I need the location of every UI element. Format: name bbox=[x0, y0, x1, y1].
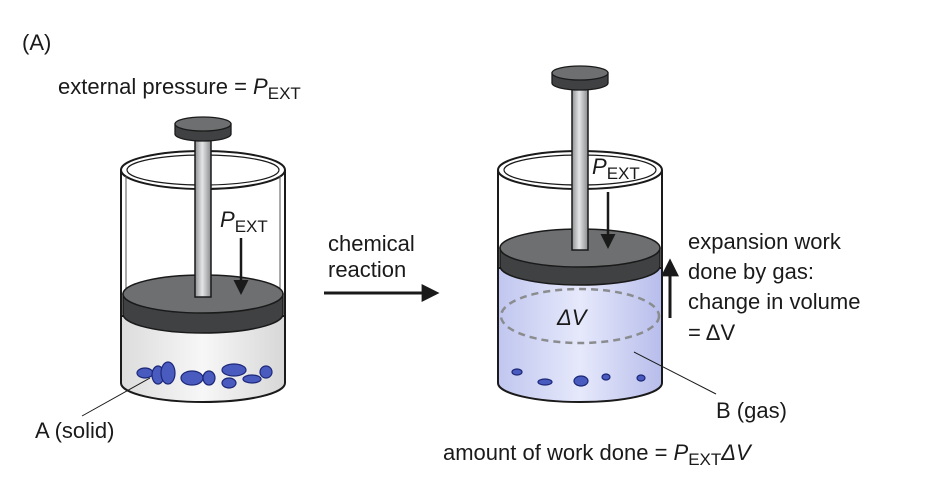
gas-particle bbox=[511, 368, 523, 376]
gas-particle bbox=[601, 373, 611, 381]
external-pressure-label: external pressure = PEXT bbox=[58, 74, 301, 103]
gas-leader-line bbox=[633, 351, 717, 395]
expansion-note-line4: = ΔV bbox=[688, 320, 735, 345]
expansion-note-line2: done by gas: bbox=[688, 259, 814, 284]
left-cylinder: PEXT bbox=[120, 116, 286, 403]
right-pressure-subscript: EXT bbox=[607, 164, 640, 183]
right-pressure-symbol: P bbox=[592, 154, 607, 179]
solid-particle bbox=[242, 374, 262, 384]
solid-particle bbox=[221, 377, 237, 389]
right-piston bbox=[499, 228, 661, 286]
right-piston-knob bbox=[551, 65, 609, 91]
right-cylinder: ΔV PEXT bbox=[497, 65, 663, 403]
reaction-label-line1: chemical bbox=[328, 231, 415, 256]
external-pressure-text: external pressure = bbox=[58, 74, 253, 99]
solid-label: A (solid) bbox=[35, 418, 114, 443]
expansion-note-line3: change in volume bbox=[688, 289, 860, 314]
solid-leader-line bbox=[81, 377, 151, 417]
left-piston-knob bbox=[174, 116, 232, 142]
reaction-label-line2: reaction bbox=[328, 257, 406, 282]
gas-particle bbox=[636, 374, 646, 382]
gas-particle bbox=[573, 375, 589, 387]
solid-particle bbox=[202, 370, 216, 386]
gas-particle bbox=[537, 378, 553, 386]
gas-region bbox=[497, 267, 663, 403]
work-equation-symbol: P bbox=[674, 440, 689, 465]
work-equation: amount of work done = PEXTΔV bbox=[443, 440, 753, 469]
gas-label: B (gas) bbox=[716, 398, 787, 423]
solid-particles bbox=[136, 361, 273, 389]
solid-particle bbox=[180, 370, 204, 386]
solid-particle bbox=[259, 365, 273, 379]
reaction-arrow: chemical reaction bbox=[324, 231, 440, 302]
left-pressure-label: PEXT bbox=[220, 207, 268, 236]
solid-particle bbox=[221, 363, 247, 377]
left-pressure-symbol: P bbox=[220, 207, 235, 232]
external-pressure-symbol: P bbox=[253, 74, 268, 99]
panel-label: (A) bbox=[22, 30, 51, 55]
external-pressure-subscript: EXT bbox=[268, 84, 301, 103]
right-piston-rod bbox=[571, 83, 589, 251]
expansion-note-line1: expansion work bbox=[688, 229, 842, 254]
gas-particles bbox=[511, 368, 646, 387]
work-equation-text: amount of work done = bbox=[443, 440, 674, 465]
left-piston-rod bbox=[194, 134, 212, 298]
solid-particle bbox=[136, 367, 154, 379]
work-equation-delta: ΔV bbox=[720, 440, 753, 465]
right-pressure-label: PEXT bbox=[592, 154, 640, 183]
solid-particle bbox=[160, 361, 176, 385]
left-pressure-subscript: EXT bbox=[235, 217, 268, 236]
work-equation-subscript: EXT bbox=[688, 450, 721, 469]
delta-v-boundary bbox=[499, 287, 661, 345]
expansion-note: expansion work done by gas: change in vo… bbox=[688, 229, 860, 345]
delta-v-label: ΔV bbox=[556, 305, 589, 330]
